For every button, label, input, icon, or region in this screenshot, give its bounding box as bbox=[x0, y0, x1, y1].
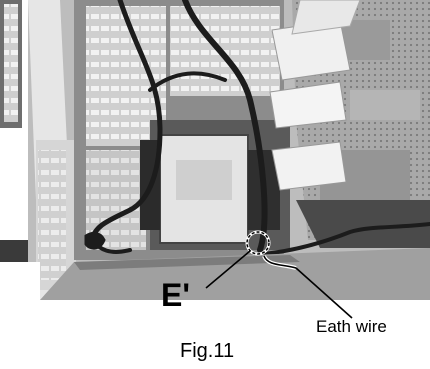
transformer bbox=[140, 120, 290, 250]
left-connector-strip bbox=[0, 0, 30, 262]
figure-caption: Fig.11 bbox=[180, 340, 235, 362]
ribbon-cables bbox=[269, 0, 361, 191]
callout-e-prime: E' bbox=[161, 277, 190, 313]
leader-lines bbox=[205, 250, 353, 319]
chassis-floor bbox=[40, 248, 430, 300]
wiring bbox=[84, 0, 430, 256]
callout-earth-wire: Eath wire bbox=[316, 317, 387, 336]
